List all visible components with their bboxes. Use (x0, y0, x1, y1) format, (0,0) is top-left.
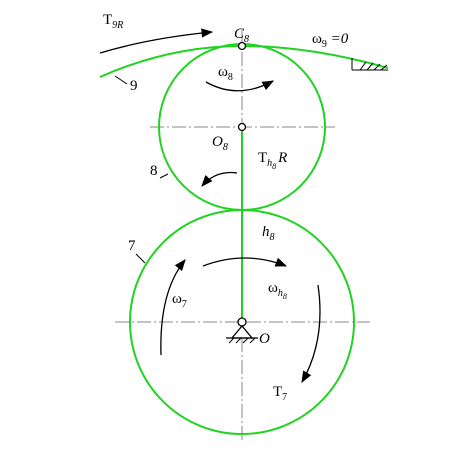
label-gear-7: 7 (128, 238, 136, 254)
label-h8: h8 (262, 224, 275, 243)
label-omega8: ω8 (218, 64, 233, 83)
joint-O8 (237, 122, 247, 132)
label-T9R: T9R (103, 12, 123, 31)
label-omega9: ω9 =0 (312, 31, 349, 50)
arrow-Th8R (201, 171, 238, 187)
link-9-surface (99, 44, 389, 78)
joint-C8 (237, 41, 247, 51)
label-Th8R: Th8R (258, 150, 287, 171)
label-omega7: ω7 (172, 291, 187, 310)
arrow-omegah8 (202, 257, 288, 267)
arrow-omega7 (160, 259, 186, 356)
leader-7 (135, 253, 146, 264)
label-gear-8: 8 (150, 163, 158, 179)
label-O: O (259, 331, 270, 347)
ground-support-O (226, 317, 258, 344)
leader-8 (159, 173, 169, 179)
arrow-T9R (99, 28, 214, 54)
arrow-T7 (301, 284, 321, 384)
label-omegah8: ωh8 (268, 280, 287, 301)
arrow-omega8 (205, 80, 275, 92)
label-O8: O8 (212, 134, 228, 153)
leader-lines (114, 75, 169, 264)
ground-hatch (351, 58, 388, 71)
arrows (99, 28, 321, 384)
label-C8: C8 (234, 26, 249, 45)
label-T7: T7 (273, 384, 287, 403)
label-link-9: 9 (130, 78, 138, 94)
leader-9 (114, 75, 128, 85)
